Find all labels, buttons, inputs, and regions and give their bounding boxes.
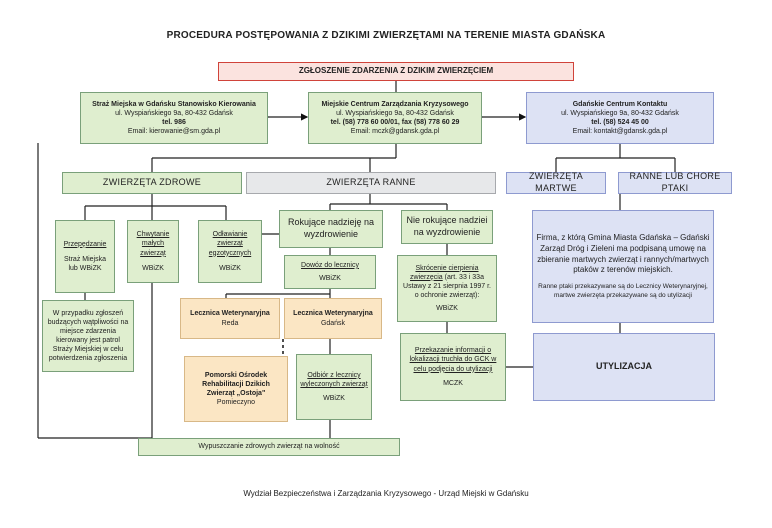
pickup-label: Odbiór z lecznicy wyleczonych zwierząt — [300, 371, 368, 388]
shorten-box: Skrócenie cierpienia zwierzęcia (art. 33… — [397, 255, 497, 322]
transport-label: Dowóz do lecznicy — [301, 261, 359, 269]
hopeless-label: Nie rokujące nadziei na wyzdrowienie — [406, 215, 488, 237]
chase-label: Przepędzanie — [63, 240, 107, 248]
hopeless-box: Nie rokujące nadziei na wyzdrowienie — [401, 210, 493, 244]
category-birds: RANNE LUB CHORE PTAKI — [618, 171, 732, 194]
exotic-label: Odławianie zwierząt egzotycznych — [208, 231, 252, 257]
exotic-box: Odławianie zwierząt egzotycznych WBiZK — [198, 220, 262, 283]
clinic-gdansk-city: Gdańsk — [320, 319, 346, 327]
chase-by: Straż Miejska lub WBiZK — [63, 255, 106, 273]
firm-note: Ranne ptaki przekazywane są do Lecznicy … — [538, 283, 708, 299]
rehab-center-box: Pomorski Ośrodek Rehabilitacji Dzikich Z… — [184, 356, 288, 422]
clinic-reda-name: Lecznica Weterynaryjna — [190, 310, 270, 318]
footer-text: Wydział Bezpieczeństwa i Zarządzania Kry… — [243, 489, 529, 498]
transport-box: Dowóz do lecznicy WBiZK — [284, 255, 376, 289]
mczk-email: Email: mczk@gdansk.gda.pl — [350, 128, 440, 136]
catch-by: WBiZK — [142, 264, 164, 272]
info-by: MCZK — [443, 379, 463, 387]
gck-tel: tel. (58) 524 45 00 — [591, 119, 649, 126]
straz-address: ul. Wyspiańskiego 9a, 80-432 Gdańsk — [115, 109, 233, 117]
firm-box: Firma, z którą Gmina Miasta Gdańska – Gd… — [532, 210, 714, 323]
clinic-reda-city: Reda — [221, 319, 239, 327]
mczk-name: Miejskie Centrum Zarządzania Kryzysowego — [321, 100, 469, 108]
pickup-box: Odbiór z lecznicy wyleczonych zwierząt W… — [296, 354, 372, 420]
category-dead: ZWIERZĘTA MARTWE — [506, 171, 606, 194]
hopeful-box: Rokujące nadzieję na wyzdrowienie — [279, 210, 383, 248]
release-box: Wypuszczanie zdrowych zwierząt na wolnoś… — [138, 438, 400, 456]
clinic-gdansk-name: Lecznica Weterynaryjna — [293, 310, 373, 318]
catch-label: Chwytanie małych zwierząt — [136, 231, 170, 257]
release-label: Wypuszczanie zdrowych zwierząt na wolnoś… — [198, 443, 340, 451]
report-box: ZGŁOSZENIE ZDARZENIA Z DZIKIM ZWIERZĘCIE… — [218, 62, 574, 81]
straz-email: Email: kierowanie@sm.gda.pl — [127, 128, 221, 136]
report-label: ZGŁOSZENIE ZDARZENIA Z DZIKIM ZWIERZĘCIE… — [298, 66, 494, 76]
gck-name: Gdańskie Centrum Kontaktu — [572, 100, 668, 108]
info-box: Przekazanie informacji o lokalizacji tru… — [400, 333, 506, 401]
mczk-box: Miejskie Centrum Zarządzania Kryzysowego… — [308, 92, 482, 144]
category-birds-label: RANNE LUB CHORE PTAKI — [629, 171, 721, 193]
mczk-tel: tel. (58) 778 60 00/01, fax (58) 778 60 … — [330, 119, 460, 126]
page-title: PROCEDURA POSTĘPOWANIA Z DZIKIMI ZWIERZĘ… — [166, 30, 606, 41]
chase-box: Przepędzanie Straż Miejska lub WBiZK — [55, 220, 115, 293]
catch-box: Chwytanie małych zwierząt WBiZK — [127, 220, 179, 283]
shorten-text: (art. 33 i 33a Ustawy z 21 sierpnia 1997… — [403, 273, 491, 300]
rehab-center-name: Pomorski Ośrodek Rehabilitacji Dzikich Z… — [202, 371, 270, 397]
straz-tel: tel. 986 — [162, 119, 186, 126]
straz-box: Straż Miejska w Gdańsku Stanowisko Kiero… — [80, 92, 268, 144]
category-injured: ZWIERZĘTA RANNE — [246, 172, 496, 194]
clinic-gdansk-box: Lecznica Weterynaryjna Gdańsk — [284, 298, 382, 339]
category-healthy: ZWIERZĘTA ZDROWE — [62, 172, 242, 194]
category-healthy-label: ZWIERZĘTA ZDROWE — [102, 177, 202, 188]
gck-email: Email: kontakt@gdansk.gda.pl — [572, 128, 668, 136]
disposal-label: UTYLIZACJA — [596, 361, 652, 372]
disposal-box: UTYLIZACJA — [533, 333, 715, 401]
doubt-text: W przypadku zgłoszeń budzących wątpliwoś… — [47, 309, 129, 363]
info-label: Przekazanie informacji o lokalizacji tru… — [409, 347, 497, 373]
doubt-box: W przypadku zgłoszeń budzących wątpliwoś… — [42, 300, 134, 372]
category-injured-label: ZWIERZĘTA RANNE — [326, 177, 416, 188]
rehab-center-city: Pomieczyno — [216, 399, 256, 407]
shorten-label: Skrócenie cierpienia zwierzęcia — [410, 264, 479, 281]
category-dead-label: ZWIERZĘTA MARTWE — [528, 171, 584, 193]
straz-name: Straż Miejska w Gdańsku Stanowisko Kiero… — [92, 100, 256, 108]
transport-by: WBiZK — [319, 275, 341, 282]
firm-text: Firma, z którą Gmina Miasta Gdańska – Gd… — [536, 232, 710, 275]
hopeful-label: Rokujące nadzieję na wyzdrowienie — [287, 217, 375, 239]
pickup-by: WBiZK — [323, 395, 345, 403]
gck-box: Gdańskie Centrum Kontaktu ul. Wyspiański… — [526, 92, 714, 144]
gck-address: ul. Wyspiańskiego 9a, 80-432 Gdańsk — [561, 109, 679, 117]
mczk-address: ul. Wyspiańskiego 9a, 80-432 Gdańsk — [336, 109, 454, 117]
clinic-reda-box: Lecznica Weterynaryjna Reda — [180, 298, 280, 339]
exotic-by: WBiZK — [219, 264, 241, 272]
shorten-by: WBiZK — [436, 305, 458, 313]
